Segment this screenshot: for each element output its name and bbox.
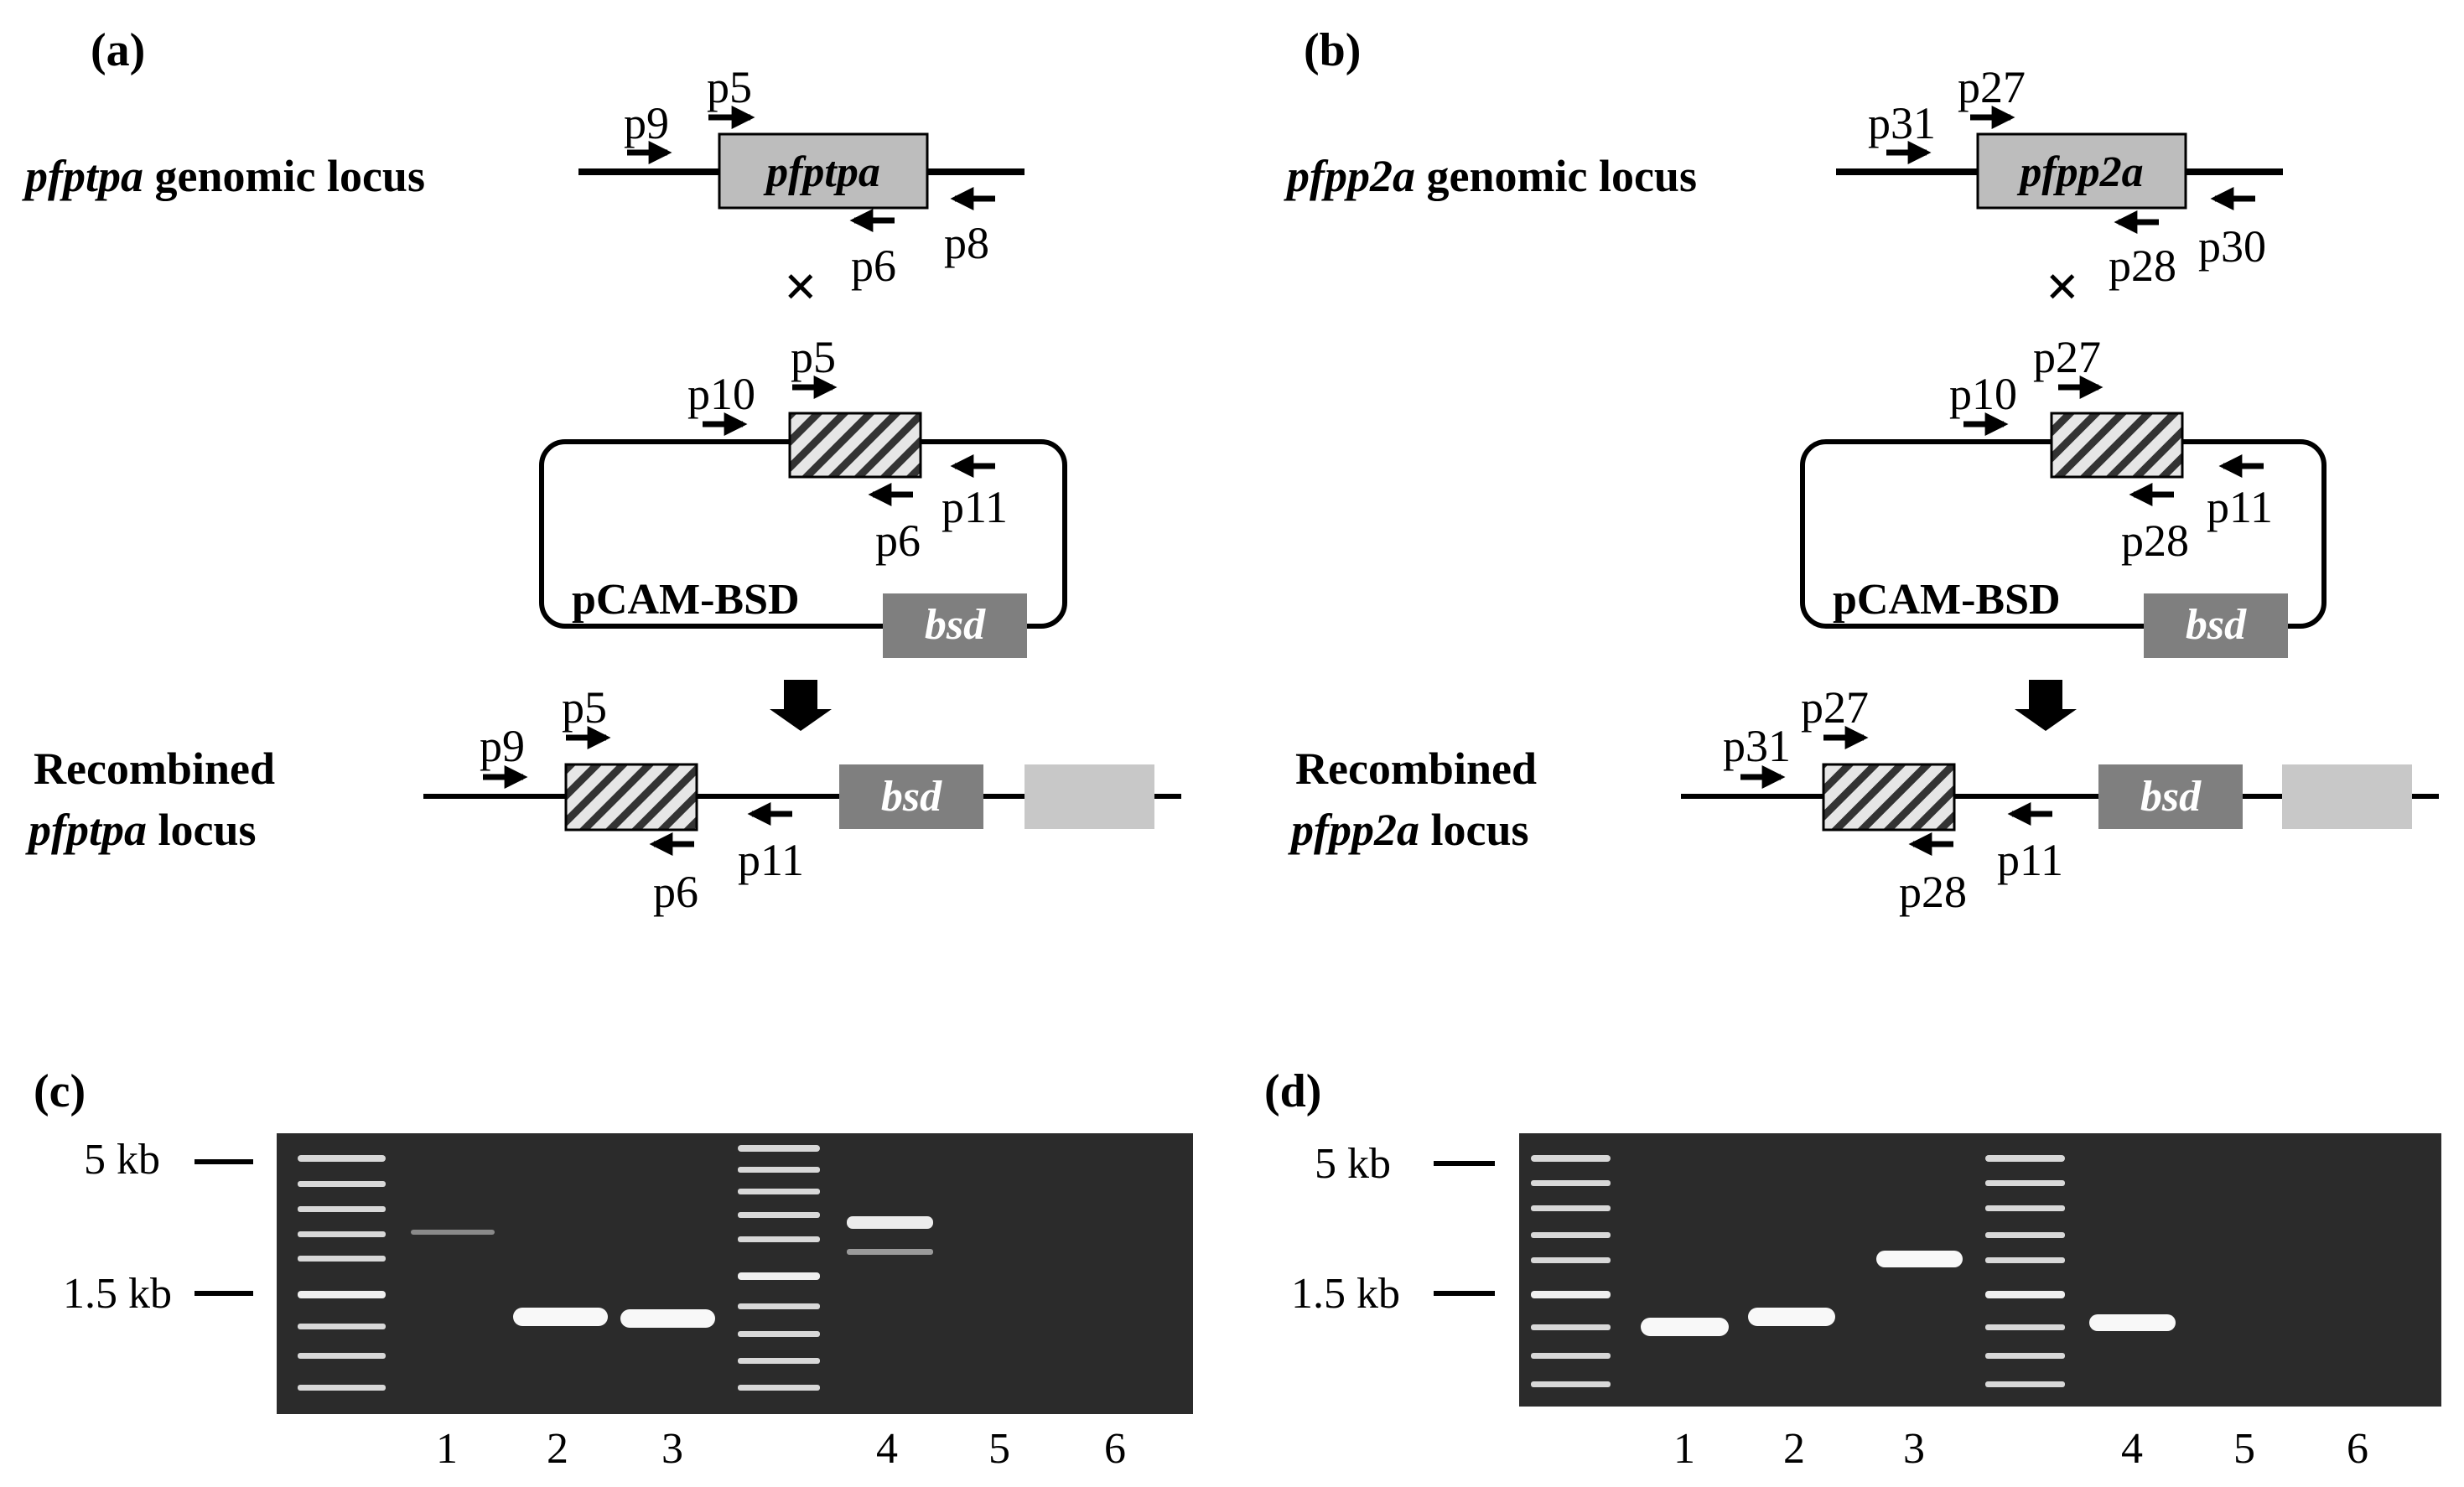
panel-c-lane-labels: 1 2 3 4 5 6 <box>436 1425 1126 1473</box>
panel-a-genomic-inner-fwd-label: p5 <box>707 62 752 112</box>
panel-b-genomic-outer-fwd-label: p31 <box>1868 98 1936 148</box>
panel-a-recombined-extra-box <box>1025 764 1154 829</box>
panel-d-lane-labels: 1 2 3 4 5 6 <box>1673 1425 2368 1473</box>
panel-a-recombined-insert-box <box>564 763 698 832</box>
panel-a-genomic-outer-fwd-label: p9 <box>624 98 669 148</box>
panel-a-plasmid-inner-rev-label: p6 <box>875 516 921 566</box>
panel-a-plasmid-inner-fwd-label: p5 <box>791 332 836 382</box>
panel-d-gel <box>1519 1133 2441 1407</box>
panel-b-plasmid-vec-rev-label: p11 <box>2207 482 2273 532</box>
panel-b-genomic-inner-fwd-label: p27 <box>1958 62 2026 112</box>
panel-b-down-arrow <box>2015 680 2077 731</box>
panel-b-plasmid-insert-box <box>2050 412 2184 479</box>
panel-b-recombined-label-line2: pfpp2a locus <box>1288 805 1529 855</box>
panel-d-ladder-middle <box>1985 1155 2065 1387</box>
panel-a-recombined-label-line1: Recombined <box>34 744 275 794</box>
panel-b-genomic-inner-rev-label: p28 <box>2109 241 2176 291</box>
panel-a-genomic-gene-box <box>718 132 929 210</box>
panel-b-recombined-outer-fwd-label: p31 <box>1723 721 1791 771</box>
panel-b-plasmid-inner-rev-label: p28 <box>2121 516 2189 566</box>
panel-c-letter: (c) <box>34 1065 86 1117</box>
panel-b-recombined-extra-box <box>2282 764 2412 829</box>
panel-a-plasmid-vec-fwd-label: p10 <box>687 369 755 419</box>
panel-c-gel <box>277 1133 1193 1414</box>
panel-b-recombined-vec-rev-label: p11 <box>1997 835 2063 885</box>
panel-a-plasmid-bsd-label: bsd <box>925 601 986 649</box>
panel-a-genomic-gene-box-label: pfptpa <box>763 148 880 196</box>
panel-a-plasmid-vec-rev-label: p11 <box>942 482 1008 532</box>
panel-a-recombined-bsd-label: bsd <box>881 773 942 821</box>
panel-d-lane-label-4: 4 <box>2121 1425 2143 1473</box>
panel-b-crossover-symbol: × <box>2046 255 2079 319</box>
panel-c-lane-label-2: 2 <box>547 1425 568 1473</box>
panel-c-band-lane1 <box>411 1230 495 1235</box>
panel-c-band-lane4-lower <box>847 1249 933 1255</box>
panel-d-band-lane2 <box>1748 1308 1835 1326</box>
panel-c-size-1-5kb: 1.5 kb <box>63 1270 172 1318</box>
panel-b-genomic-outer-rev-label: p30 <box>2198 221 2266 272</box>
panel-b-plasmid-bsd-label: bsd <box>2186 601 2247 649</box>
panel-d-lane-label-3: 3 <box>1903 1425 1925 1473</box>
panel-c-band-lane2 <box>513 1308 608 1326</box>
panel-a-recombined-outer-fwd-label: p9 <box>480 721 525 771</box>
panel-d-lane-label-1: 1 <box>1673 1425 1695 1473</box>
panel-b-recombined-inner-rev-label: p28 <box>1899 867 1967 917</box>
panel-c-ladder-middle <box>738 1145 820 1391</box>
panel-d: (d) 5 kb 1.5 kb <box>1264 1065 2441 1473</box>
panel-a-recombined-bsd-box <box>839 764 983 829</box>
panel-a-crossover-symbol: × <box>784 255 817 319</box>
panel-b-letter: (b) <box>1304 24 1361 76</box>
panel-a-letter: (a) <box>91 24 145 76</box>
panel-b-genomic-gene-box-label: pfpp2a <box>2016 148 2143 196</box>
panel-c-lane-label-5: 5 <box>988 1425 1010 1473</box>
panel-a-recombined-inner-fwd-label: p5 <box>562 682 607 733</box>
panel-a-genomic-outer-rev-label: p8 <box>944 218 989 268</box>
panel-b-recombined-inner-fwd-label: p27 <box>1801 682 1869 733</box>
panel-d-lane-label-5: 5 <box>2233 1425 2255 1473</box>
panel-c-band-lane4-upper <box>847 1216 933 1229</box>
panel-a-genomic-label: pfptpa genomic locus <box>22 151 425 201</box>
panel-c: (c) 5 kb 1.5 kb <box>34 1065 1193 1473</box>
panel-d-band-lane1 <box>1641 1318 1729 1336</box>
panel-a-recombined-inner-rev-label: p6 <box>653 867 698 917</box>
panel-c-ladder-left <box>298 1155 386 1391</box>
panel-d-letter: (d) <box>1264 1065 1321 1117</box>
panel-d-lane-label-6: 6 <box>2347 1425 2368 1473</box>
panel-c-lane-label-6: 6 <box>1104 1425 1126 1473</box>
panel-c-band-lane3 <box>620 1309 715 1328</box>
panel-d-lane-label-2: 2 <box>1783 1425 1805 1473</box>
panel-a-plasmid-bsd-box <box>883 593 1027 658</box>
panel-a-recombined-label-line2: pfptpa locus <box>25 805 257 855</box>
panel-d-size-5kb: 5 kb <box>1315 1140 1391 1188</box>
panel-b: (b) pfpp2a genomic locus pfpp2a p31 p27 … <box>1284 24 2439 917</box>
panel-d-ladder-left <box>1531 1155 1611 1387</box>
panel-c-lane-label-4: 4 <box>876 1425 898 1473</box>
panel-a-genomic-inner-rev-label: p6 <box>851 241 896 291</box>
panel-c-lane-label-1: 1 <box>436 1425 458 1473</box>
panel-b-plasmid-bsd-box <box>2144 593 2288 658</box>
panel-c-size-5kb: 5 kb <box>84 1136 160 1184</box>
panel-b-genomic-gene-box <box>1976 132 2187 210</box>
panel-b-recombined-insert-box <box>1822 763 1956 832</box>
panel-a-down-arrow <box>770 680 832 731</box>
panel-b-plasmid-inner-fwd-label: p27 <box>2033 332 2101 382</box>
panel-b-recombined-bsd-label: bsd <box>2140 773 2202 821</box>
panel-b-recombined-bsd-box <box>2098 764 2243 829</box>
panel-d-size-1-5kb: 1.5 kb <box>1291 1270 1400 1318</box>
panel-a-recombined-vec-rev-label: p11 <box>738 835 804 885</box>
panel-d-band-lane4 <box>2089 1314 2176 1331</box>
panel-b-plasmid-name: pCAM-BSD <box>1833 576 2061 624</box>
panel-a: (a) pfptpa genomic locus pfptpa p9 p5 p6… <box>22 24 1181 917</box>
panel-c-lane-label-3: 3 <box>661 1425 683 1473</box>
panel-d-band-lane3 <box>1876 1251 1963 1267</box>
panel-b-plasmid-vec-fwd-label: p10 <box>1949 369 2017 419</box>
panel-b-genomic-label: pfpp2a genomic locus <box>1284 151 1697 201</box>
panel-a-plasmid-insert-box <box>788 412 922 479</box>
panel-a-plasmid-name: pCAM-BSD <box>572 576 800 624</box>
panel-b-recombined-label-line1: Recombined <box>1295 744 1537 794</box>
